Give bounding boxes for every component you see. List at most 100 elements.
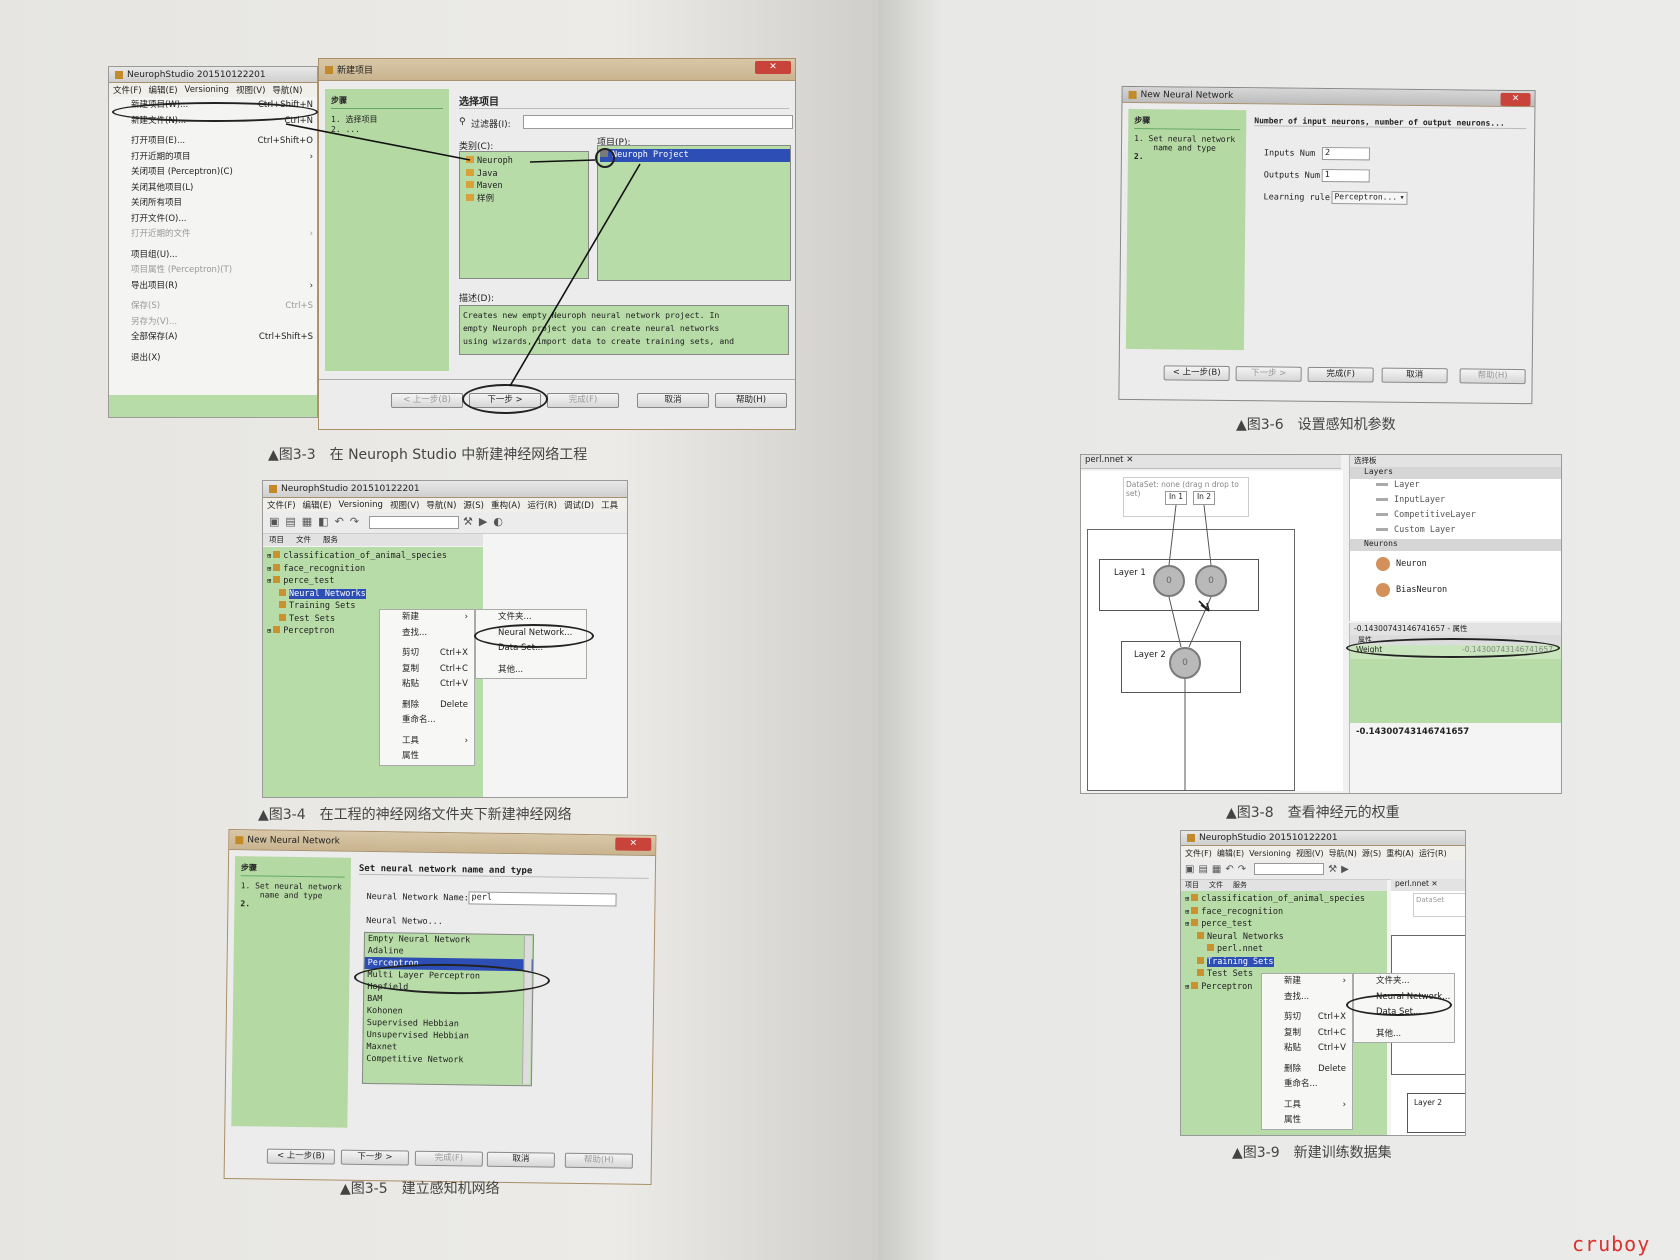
- menu-item[interactable]: 新建›: [380, 610, 474, 626]
- menu-item[interactable]: 全部保存(A)Ctrl+Shift+S: [109, 330, 317, 346]
- project-item[interactable]: Neuroph Project: [600, 149, 790, 162]
- menu-item-1[interactable]: 编辑(E): [148, 86, 178, 96]
- neuron-3[interactable]: 0: [1169, 647, 1201, 679]
- close-icon[interactable]: ✕: [1431, 879, 1438, 888]
- project-tab-2[interactable]: 服务: [1233, 881, 1247, 889]
- tree-item[interactable]: ⊞perce_test: [1185, 918, 1387, 931]
- palette-neuron-item[interactable]: BiasNeuron: [1376, 577, 1561, 603]
- cancel-button[interactable]: 取消: [637, 393, 709, 408]
- menu-item-4[interactable]: 导航(N): [426, 501, 457, 511]
- tree-item[interactable]: Test Sets: [1185, 968, 1387, 981]
- menu-item[interactable]: 属性: [1262, 1113, 1352, 1129]
- submenu-item[interactable]: 文件夹...: [476, 610, 586, 626]
- category-item[interactable]: Maven: [466, 180, 588, 193]
- category-item[interactable]: 样例: [466, 193, 588, 206]
- tree-item[interactable]: ⊞face_recognition: [267, 563, 483, 576]
- network-name-input[interactable]: perl: [468, 891, 617, 907]
- menu-item-0[interactable]: 文件(F): [1185, 848, 1212, 858]
- next-button[interactable]: 下一步 >: [1235, 366, 1302, 382]
- menu-item-5[interactable]: 源(S): [463, 501, 484, 511]
- menu-item[interactable]: 工具›: [380, 734, 474, 750]
- input-in2[interactable]: In 2: [1193, 491, 1215, 505]
- tree-item[interactable]: Test Sets: [267, 613, 483, 626]
- menu-item[interactable]: 退出(X): [109, 351, 317, 367]
- neuron-1[interactable]: 0: [1153, 565, 1185, 597]
- close-button[interactable]: ✕: [1500, 92, 1531, 107]
- menu-item-0[interactable]: 文件(F): [113, 86, 142, 96]
- cancel-button[interactable]: 取消: [1381, 367, 1448, 384]
- tree-item[interactable]: ⊞Perceptron: [1185, 981, 1387, 994]
- menu-item-3[interactable]: 视图(V): [389, 501, 420, 511]
- menu-item-8[interactable]: 调试(D): [563, 501, 595, 511]
- menu-item[interactable]: 导出项目(R)›: [109, 279, 317, 295]
- menu-item-2[interactable]: Versioning: [184, 85, 229, 95]
- menu-item-4[interactable]: 导航(N): [1328, 848, 1357, 858]
- palette-layer-item[interactable]: Layer: [1376, 479, 1561, 494]
- menu-item[interactable]: 保存(S)Ctrl+S: [109, 299, 317, 315]
- menu-item-3[interactable]: 视图(V): [1295, 848, 1324, 858]
- menu-item-6[interactable]: 重构(A): [490, 501, 521, 511]
- submenu-item[interactable]: 其他...: [476, 663, 586, 679]
- menu-item-2[interactable]: Versioning: [338, 500, 383, 510]
- menu-item[interactable]: 打开文件(O)...: [109, 212, 317, 228]
- tree-item[interactable]: ⊞classification_of_animal_species: [1185, 893, 1387, 906]
- config-combo[interactable]: [1254, 863, 1325, 875]
- menu-item[interactable]: 另存为(V)...: [109, 315, 317, 331]
- help-button[interactable]: 帮助(H): [715, 393, 787, 408]
- project-tab-1[interactable]: 文件: [1209, 881, 1223, 889]
- layer-2[interactable]: Layer 2: [1407, 1093, 1465, 1133]
- palette-layer-item[interactable]: CompetitiveLayer: [1376, 509, 1561, 524]
- config-combo[interactable]: [369, 515, 460, 529]
- close-icon[interactable]: ✕: [1126, 455, 1134, 465]
- category-item[interactable]: Neuroph: [466, 155, 588, 168]
- cancel-button[interactable]: 取消: [486, 1151, 555, 1168]
- menu-item[interactable]: 项目组(U)...: [109, 248, 317, 264]
- menu-item-2[interactable]: Versioning: [1249, 848, 1291, 858]
- learning-rule-select[interactable]: Perceptron...▾: [1331, 191, 1408, 205]
- menu-item[interactable]: 关闭项目 (Perceptron)(C): [109, 165, 317, 181]
- project-tab-0[interactable]: 项目: [1185, 881, 1199, 889]
- menu-item-5[interactable]: 源(S): [1361, 848, 1382, 858]
- menu-item-9[interactable]: 工具: [601, 501, 619, 511]
- menu-item[interactable]: 重命名...: [1262, 1077, 1352, 1093]
- tree-item[interactable]: ⊞face_recognition: [1185, 906, 1387, 919]
- menu-item-4[interactable]: 导航(N): [272, 86, 303, 96]
- finish-button[interactable]: 完成(F): [547, 393, 619, 408]
- menu-item[interactable]: 新建›: [1262, 974, 1352, 990]
- tree-item[interactable]: perl.nnet: [1185, 943, 1387, 956]
- filter-input[interactable]: [523, 115, 793, 129]
- back-button[interactable]: < 上一步(B): [391, 393, 463, 408]
- tree-item[interactable]: Neural Networks: [267, 588, 483, 601]
- menu-item[interactable]: 关闭所有项目: [109, 196, 317, 212]
- menu-item[interactable]: 打开近期的项目›: [109, 150, 317, 166]
- menu-item[interactable]: 属性: [380, 749, 474, 765]
- tree-item[interactable]: ⊞classification_of_animal_species: [267, 550, 483, 563]
- editor-tab[interactable]: perl.nnet ✕: [1391, 879, 1465, 891]
- submenu-item[interactable]: 文件夹...: [1354, 974, 1454, 990]
- close-button[interactable]: ✕: [615, 837, 652, 851]
- finish-button[interactable]: 完成(F): [1307, 366, 1374, 383]
- help-button[interactable]: 帮助(H): [564, 1152, 633, 1169]
- tree-item[interactable]: ⊞Perceptron: [267, 625, 483, 638]
- input-in1[interactable]: In 1: [1165, 491, 1187, 505]
- tree-item[interactable]: Neural Networks: [1185, 931, 1387, 944]
- menu-item[interactable]: 项目属性 (Perceptron)(T): [109, 263, 317, 279]
- back-button[interactable]: < 上一步(B): [1163, 365, 1230, 381]
- menu-item-7[interactable]: 运行(R): [1418, 848, 1447, 858]
- category-item[interactable]: Java: [466, 168, 588, 181]
- menu-item[interactable]: 关闭其他项目(L): [109, 181, 317, 197]
- neuron-2[interactable]: 0: [1195, 565, 1227, 597]
- network-type-item[interactable]: Competitive Network: [366, 1053, 464, 1066]
- project-tab-0[interactable]: 项目: [269, 535, 284, 544]
- menu-item[interactable]: 工具›: [1262, 1098, 1352, 1114]
- menu-item[interactable]: 打开近期的文件›: [109, 227, 317, 243]
- menu-item[interactable]: 打开项目(E)...Ctrl+Shift+O: [109, 134, 317, 150]
- menu-item[interactable]: 新建文件(N)...Ctrl+N: [109, 114, 317, 130]
